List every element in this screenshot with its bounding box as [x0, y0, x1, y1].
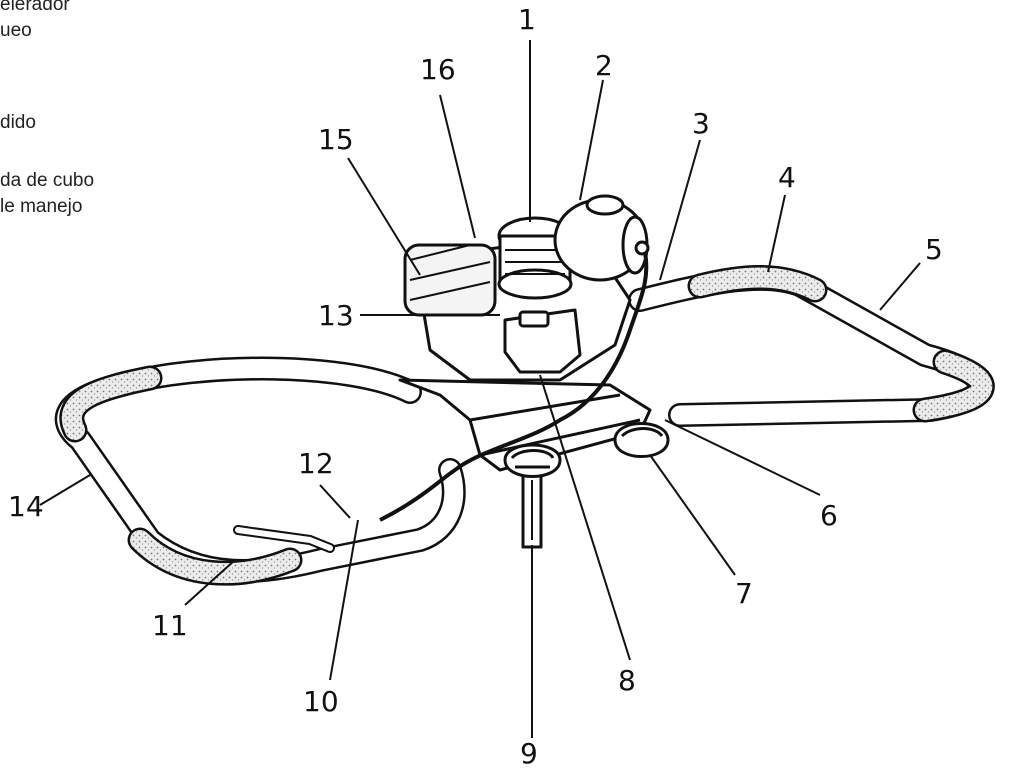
callout-4: 4 — [778, 161, 796, 194]
leader-lines — [39, 40, 921, 738]
right-handlebar — [628, 265, 995, 427]
callout-5: 5 — [925, 233, 943, 266]
callout-10: 10 — [303, 685, 339, 718]
callout-2: 2 — [595, 49, 613, 82]
callout-13: 13 — [318, 299, 354, 332]
callout-7: 7 — [735, 577, 753, 610]
knob-front — [503, 443, 562, 478]
text-fragment-extended: dido — [0, 112, 36, 133]
knob-side — [613, 422, 670, 458]
callout-3: 3 — [692, 107, 710, 140]
callout-9: 9 — [520, 737, 538, 770]
callout-11: 11 — [152, 609, 188, 642]
text-fragment-lock: ueo — [0, 20, 32, 41]
engine — [379, 194, 650, 522]
callout-14: 14 — [8, 490, 44, 523]
callout-6: 6 — [820, 499, 838, 532]
callout-16: 16 — [420, 53, 456, 86]
callout-15: 15 — [318, 123, 354, 156]
left-handlebar — [54, 356, 466, 586]
text-fragment-accelerator: elerador — [0, 0, 70, 15]
callout-8: 8 — [618, 664, 636, 697]
callout-1: 1 — [518, 3, 536, 36]
text-fragment-hub: da de cubo — [0, 170, 95, 191]
text-fragment-handling: le manejo — [0, 196, 83, 217]
callout-12: 12 — [298, 447, 334, 480]
